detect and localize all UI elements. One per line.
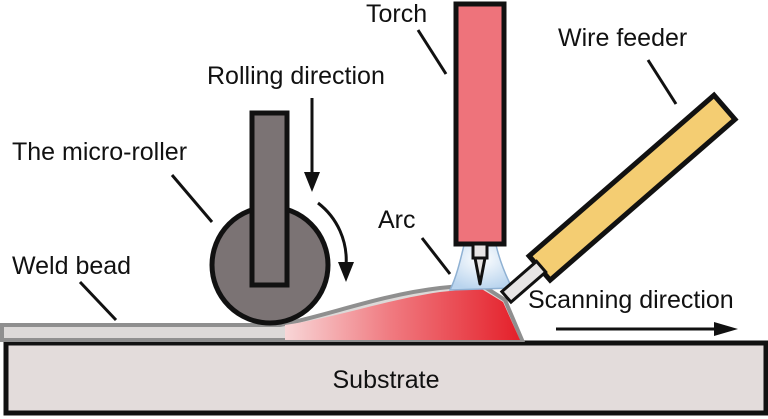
wire-feeder-body bbox=[525, 91, 739, 284]
arc-leader bbox=[420, 237, 452, 275]
torch-leader bbox=[416, 29, 448, 75]
substrate: Substrate bbox=[3, 340, 768, 416]
wire-feeder bbox=[499, 91, 739, 305]
micro-roller bbox=[209, 110, 331, 326]
arc-label: Arc bbox=[378, 206, 416, 234]
scanning-direction-label: Scanning direction bbox=[528, 286, 734, 314]
torch-label: Torch bbox=[366, 0, 427, 28]
substrate-label: Substrate bbox=[332, 366, 439, 394]
substrate-block bbox=[3, 340, 768, 416]
torch-nozzle bbox=[471, 242, 489, 260]
torch-electrode bbox=[473, 256, 487, 286]
wire-feeder-leader bbox=[646, 59, 678, 105]
melt-pool bbox=[285, 288, 520, 340]
scanning-direction-arrow bbox=[556, 322, 738, 336]
rotation-arrow bbox=[317, 201, 354, 282]
torch bbox=[453, 1, 507, 286]
weld-bead-label: Weld bead bbox=[12, 252, 131, 280]
rolling-direction-label: Rolling direction bbox=[207, 62, 385, 90]
wire-feeder-label: Wire feeder bbox=[558, 24, 687, 52]
torch-body bbox=[453, 1, 507, 247]
wire-feeder-wire bbox=[499, 259, 548, 305]
micro-roller-label: The micro-roller bbox=[12, 138, 187, 166]
weld-bead bbox=[0, 281, 526, 342]
roller-arm bbox=[249, 110, 290, 288]
weld-bead-leader bbox=[78, 280, 118, 322]
rolling-direction-arrow bbox=[304, 98, 320, 192]
micro-roller-leader bbox=[170, 174, 214, 223]
